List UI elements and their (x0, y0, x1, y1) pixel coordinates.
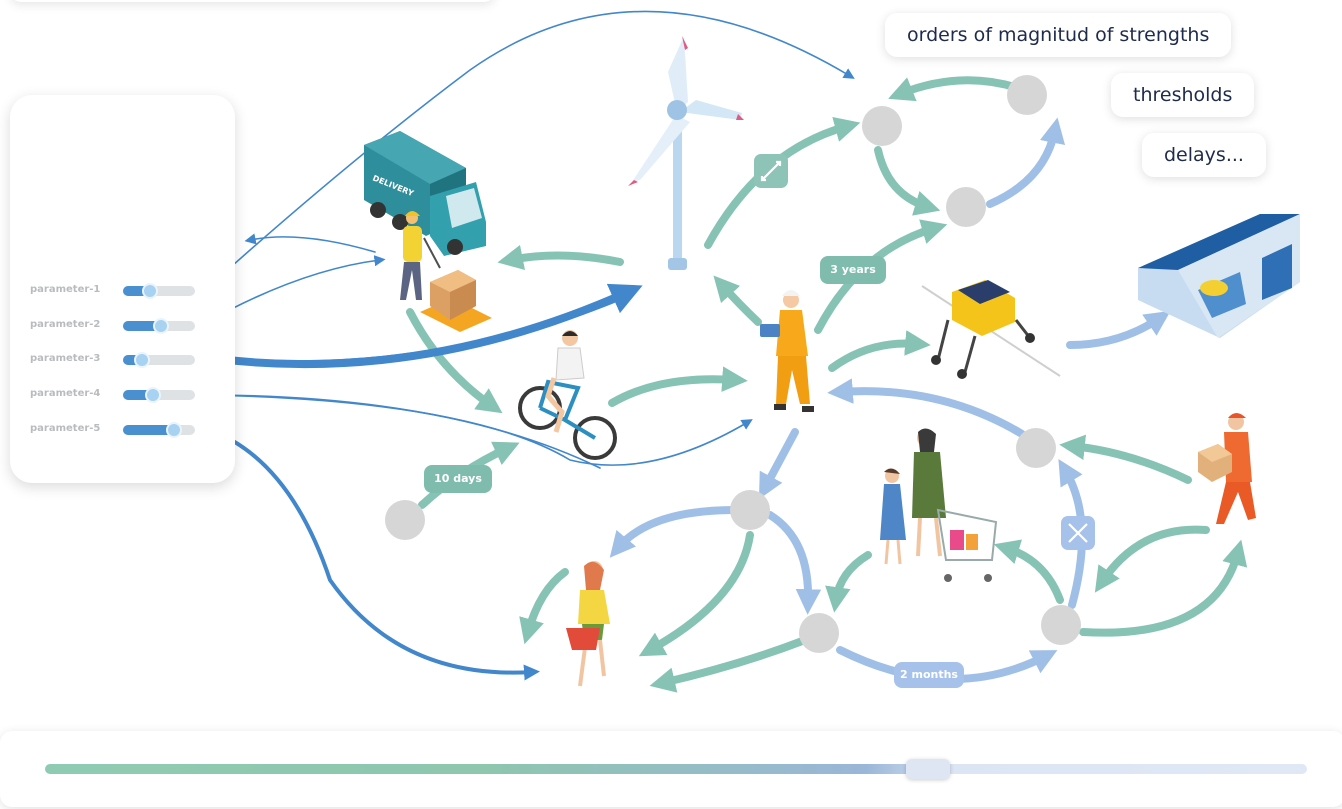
arrow-worker-down (758, 428, 799, 500)
node (946, 187, 986, 227)
arrow-worker-to-robot (828, 330, 931, 372)
parameter-label: parameter-3 (30, 353, 101, 364)
arrow-worker-param2 (244, 233, 376, 253)
slider-fill (123, 355, 143, 365)
parameter-slider[interactable] (123, 352, 195, 368)
warehouse-building (1138, 214, 1300, 338)
arrow-param5-shopper (208, 428, 540, 681)
delay-label-3-years: 3 years (820, 256, 886, 284)
arrow-truck-to-cyclist (406, 308, 503, 414)
slider-thumb[interactable] (144, 387, 161, 403)
cyclist (518, 330, 617, 460)
slider-fill (123, 425, 175, 435)
arrow-node-loop-2 (874, 146, 941, 216)
courier-with-box (1198, 413, 1256, 524)
mother-and-child-shopping (880, 428, 998, 582)
arrow-worker-to-turbine (713, 275, 762, 326)
node (385, 500, 425, 540)
parameter-panel (10, 95, 235, 483)
parameter-slider-row: parameter-3 (30, 352, 220, 368)
delivery-truck: DELIVERY (364, 131, 486, 256)
arrow-delivery-to-right-node (1094, 525, 1210, 593)
arrow-node-to-shopper (638, 531, 754, 657)
node (730, 490, 770, 530)
arrow-cyclist-to-worker (608, 366, 748, 407)
node (799, 613, 839, 653)
slider-thumb[interactable] (141, 283, 158, 299)
arrow-turbine-param3 (200, 295, 623, 369)
node (1041, 605, 1081, 645)
arrow-node-to-cart (993, 539, 1064, 604)
parameter-label: parameter-4 (30, 388, 101, 399)
parameter-label: parameter-5 (30, 423, 101, 434)
slider-thumb[interactable] (134, 352, 151, 368)
arrow-node-to-shopper-2 (649, 636, 809, 693)
arrow-cart-to-node (825, 551, 872, 613)
arrow-node-to-worker (827, 378, 1026, 438)
threshold-badge-icon (754, 154, 788, 188)
warehouse-worker-with-boxes (400, 211, 492, 332)
parameter-slider[interactable] (123, 387, 195, 403)
threshold-badge-icon-2 (1061, 516, 1095, 550)
parameter-slider-row: parameter-4 (30, 387, 220, 403)
slider-fill (123, 321, 162, 331)
timeline-scrubber-handle[interactable] (906, 759, 951, 779)
slider-fill (123, 286, 150, 296)
delay-label-10-days: 10 days (424, 465, 492, 493)
field-robot (921, 280, 1061, 379)
node (1007, 75, 1047, 115)
parameter-slider[interactable] (123, 422, 195, 438)
delay-label-2-months: 2 months (894, 662, 964, 688)
parameter-slider[interactable] (123, 283, 195, 299)
arrow-node-to-node-blue (986, 117, 1066, 208)
arrow-shopper-left (519, 568, 569, 645)
node (862, 106, 902, 146)
arrow-right-node-to-delivery (1079, 539, 1248, 637)
tag-thresholds: thresholds (1111, 73, 1255, 117)
arrow-node-down (766, 511, 822, 615)
arrow-robot-to-warehouse (1066, 310, 1171, 349)
slider-fill (123, 390, 153, 400)
arrow-node-to-left (609, 506, 739, 558)
parameter-slider-row: parameter-2 (30, 318, 220, 334)
shopper-with-basket (566, 561, 610, 687)
worker-with-tablet (760, 290, 814, 412)
arrow-delivery-to-node (1059, 434, 1192, 484)
tag-delays: delays... (1142, 133, 1266, 177)
top-card-edge (10, 0, 495, 2)
arrow-node-loop-1 (888, 76, 1022, 102)
arrow-top-to-node (204, 10, 855, 291)
parameter-slider[interactable] (123, 318, 195, 334)
parameter-slider-row: parameter-5 (30, 422, 220, 438)
tag-orders-of-magnitude: orders of magnitud of strengths (885, 13, 1232, 57)
slider-thumb[interactable] (153, 318, 170, 334)
wind-turbine (628, 36, 744, 270)
arrow-param4-cyclist (204, 394, 753, 466)
arrow-person-to-truck (497, 244, 624, 271)
parameter-label: parameter-1 (30, 284, 101, 295)
timeline-track[interactable] (45, 764, 1307, 774)
slider-thumb[interactable] (166, 422, 183, 438)
arrow-cyclist-param4 (199, 389, 601, 469)
parameter-label: parameter-2 (30, 319, 101, 330)
node (1016, 428, 1056, 468)
parameter-slider-row: parameter-1 (30, 283, 220, 299)
